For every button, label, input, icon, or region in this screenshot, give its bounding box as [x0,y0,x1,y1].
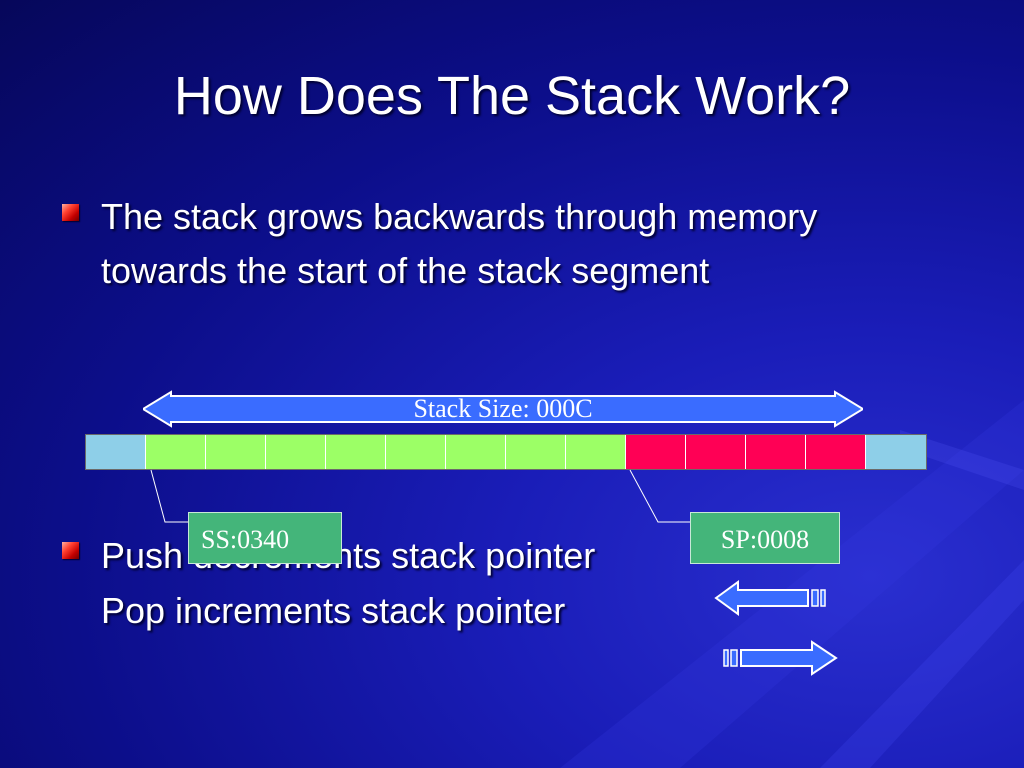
bullet-item: The stack grows backwards through memory… [62,190,882,298]
memory-cell-margin [866,435,926,469]
memory-cell-free [446,435,506,469]
memory-cell-free [146,435,206,469]
bullet-square-icon [62,542,79,559]
bullet-square-icon [62,204,79,221]
memory-cell-margin [86,435,146,469]
memory-cell-used [686,435,746,469]
slide-title: How Does The Stack Work? [173,66,851,126]
bullet-item: Push decrements stack pointer Pop increm… [62,528,702,638]
memory-bar [85,434,927,470]
bullet-text: The stack grows backwards through memory… [101,196,818,291]
bullet-line: Pop increments stack pointer [101,590,566,631]
memory-cell-free [386,435,446,469]
memory-cell-used [806,435,866,469]
segment-callout: SS:0340 [188,512,342,564]
memory-cell-used [746,435,806,469]
bullet-text: Push decrements stack pointer Pop increm… [101,528,595,638]
memory-cell-free [566,435,626,469]
pointer-callout: SP:0008 [690,512,840,564]
right-arrow-icon [723,640,838,676]
memory-cell-free [206,435,266,469]
stack-size-label: Stack Size: 000C [413,394,593,423]
memory-cell-free [506,435,566,469]
memory-cell-free [266,435,326,469]
memory-cell-free [326,435,386,469]
double-arrow-icon [143,390,863,428]
left-arrow-icon [714,580,826,616]
memory-cell-used [626,435,686,469]
bullet-line: Push decrements stack pointer [101,535,596,576]
